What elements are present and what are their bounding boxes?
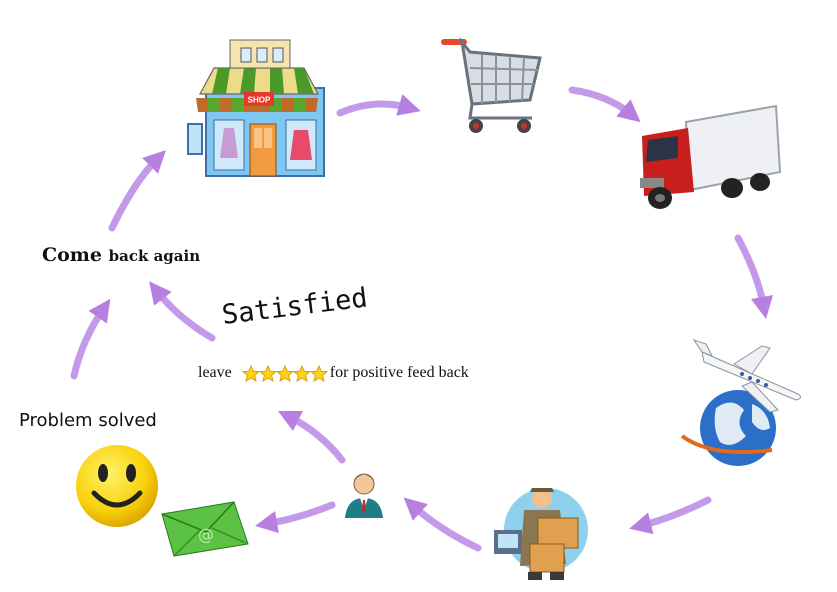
feedback-rest-text: for positive feed back xyxy=(329,364,469,381)
envelope-icon: @ xyxy=(160,500,250,558)
arrow-courier-to-agent xyxy=(403,497,482,552)
star-icon xyxy=(309,364,328,382)
shop-sign-text: SHOP xyxy=(248,96,271,105)
star-icon xyxy=(275,364,294,382)
airplane-globe-icon xyxy=(672,338,812,468)
rating-stars xyxy=(241,364,328,382)
star-icon xyxy=(241,364,260,382)
smiley-icon xyxy=(74,443,160,529)
arrow-plane-to-courier xyxy=(629,496,712,535)
arrow-cart-to-truck xyxy=(568,86,641,123)
arrow-shop-to-cart xyxy=(336,94,421,117)
support-agent-icon xyxy=(343,470,385,518)
arrow-problem-to-comeback xyxy=(70,298,111,380)
courier-icon xyxy=(490,484,590,582)
star-icon xyxy=(292,364,311,382)
come-back-again-label: Come back again xyxy=(42,244,200,266)
shop-icon: SHOP xyxy=(186,38,328,178)
arrow-agent-to-envelope xyxy=(254,501,336,534)
problem-solved-label: Problem solved xyxy=(19,410,157,431)
shopping-cart-icon xyxy=(440,38,546,136)
svg-text:@: @ xyxy=(198,525,214,544)
arrow-comeback-to-shop xyxy=(108,150,166,232)
feedback-line: leave for positive feed back xyxy=(198,364,469,382)
arrow-truck-to-plane xyxy=(734,234,774,320)
back-again-words: back again xyxy=(108,247,201,265)
come-back-word: Come xyxy=(42,244,102,266)
star-icon xyxy=(258,364,277,382)
arrow-satisfied-to-comeback xyxy=(149,281,216,342)
feedback-leave-text: leave xyxy=(198,364,232,381)
arrow-agent-to-satisfied xyxy=(277,410,346,464)
delivery-truck-icon xyxy=(634,100,784,212)
